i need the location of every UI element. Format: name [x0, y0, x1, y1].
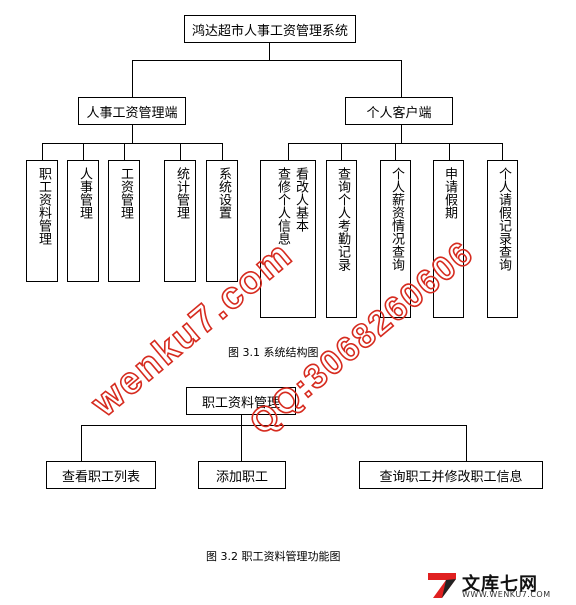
- node-query-edit-staff: 查询职工并修改职工信息: [359, 461, 543, 489]
- connector: [241, 425, 242, 461]
- connector: [81, 425, 82, 461]
- connector: [222, 143, 223, 160]
- root-node: 鸿达超市人事工资管理系统: [184, 15, 356, 43]
- connector: [449, 143, 450, 160]
- node-personnel: 人事管理: [67, 160, 99, 282]
- node-salary-query: 个人薪资情况查询: [380, 160, 411, 318]
- connector: [288, 143, 289, 160]
- logo-url-text: WWW.WENKU7.COM: [462, 590, 551, 599]
- node-statistics: 统计管理: [164, 160, 196, 282]
- connector: [42, 143, 223, 144]
- logo-brand-text: 文库七网: [462, 574, 538, 595]
- node-staff-info: 职工资料管理: [26, 160, 58, 282]
- connector: [401, 60, 402, 97]
- connector: [42, 143, 43, 160]
- connector: [83, 143, 84, 160]
- node-leave-record-query: 个人请假记录查询: [487, 160, 518, 318]
- connector: [269, 43, 270, 60]
- seven-logo-icon: [428, 573, 456, 598]
- personal-client-node: 个人客户端: [345, 97, 453, 125]
- connector: [132, 60, 402, 61]
- connector: [132, 125, 133, 143]
- node-attendance-query: 查询个人考勤记录: [326, 160, 357, 318]
- connector: [341, 143, 342, 160]
- node-view-staff-list: 查看职工列表: [46, 461, 156, 489]
- connector: [395, 143, 396, 160]
- connector: [132, 60, 133, 97]
- connector: [502, 143, 503, 160]
- connector: [180, 143, 181, 160]
- node-settings: 系统设置: [206, 160, 238, 282]
- wenku7-logo: 文库七网 WWW.WENKU7.COM: [426, 570, 572, 602]
- connector: [124, 143, 125, 160]
- connector: [466, 425, 467, 461]
- caption-figure-3-1: 图 3.1 系统结构图: [228, 346, 319, 359]
- node-leave-apply: 申请假期: [433, 160, 464, 318]
- node-salary: 工资管理: [108, 160, 140, 282]
- admin-client-node: 人事工资管理端: [78, 97, 186, 125]
- caption-figure-3-2: 图 3.2 职工资料管理功能图: [206, 550, 341, 563]
- connector: [401, 125, 402, 143]
- node-add-staff: 添加职工: [198, 461, 286, 489]
- node-view-edit-info: 查修个人信息 看改人基本: [260, 160, 316, 318]
- staff-info-root-node: 职工资料管理: [186, 387, 296, 415]
- connector: [241, 415, 242, 425]
- connector: [81, 425, 467, 426]
